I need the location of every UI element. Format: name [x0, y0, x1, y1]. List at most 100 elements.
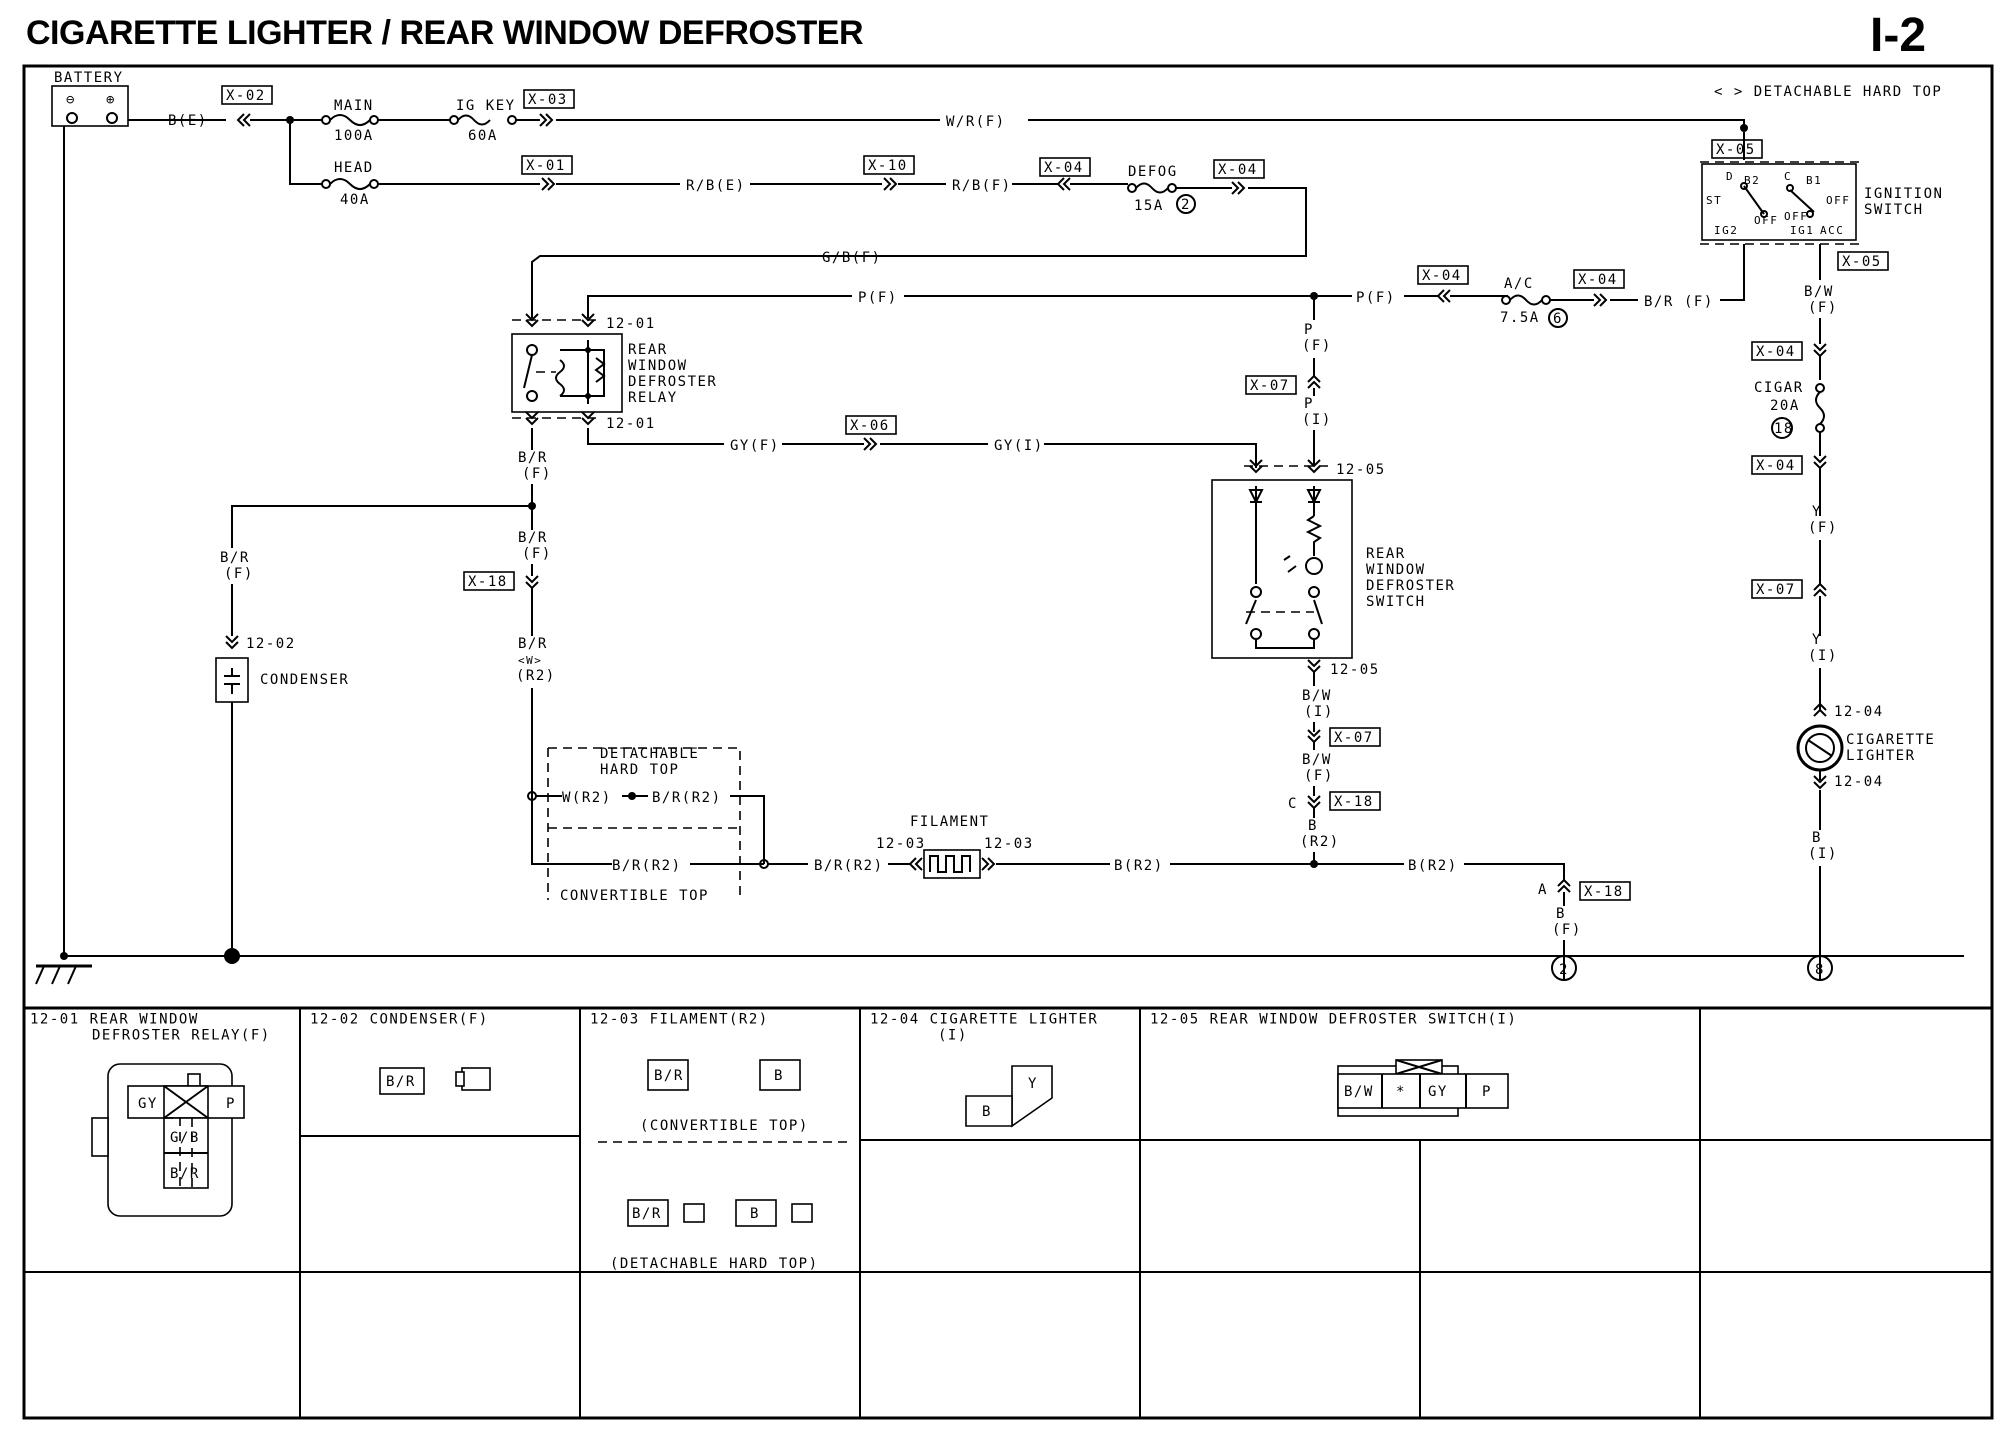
- defroster-switch: 12-05 REAR WINDOW DEFROSTER SWITCH 12-05: [1211, 459, 1455, 678]
- ac-fuse: A/C 7.5A 6: [1500, 276, 1568, 328]
- diagram-label: B/R: [386, 1074, 416, 1090]
- diagram-label: X-04: [1218, 162, 1258, 178]
- wire-label-be: B(E): [168, 113, 208, 129]
- diagram-label: WINDOW: [1366, 562, 1426, 578]
- diagram-label: RELAY: [628, 390, 678, 406]
- diagram-label: <W>: [518, 654, 542, 667]
- diagram-label: (I): [1808, 846, 1838, 862]
- detachable-hard-top-box: DETACHABLE HARD TOP W(R2) B/R(R2) B/R(R2…: [547, 746, 769, 904]
- conn-x04-b: [1213, 159, 1265, 179]
- diagram-label: DEFOG: [1128, 164, 1178, 180]
- diagram-label: B: [774, 1068, 784, 1084]
- diagram-label: B/W: [1804, 284, 1834, 300]
- diagram-label: (R2): [1300, 834, 1340, 850]
- diagram-label: 18: [1774, 421, 1794, 437]
- diagram-label: 6: [1553, 311, 1563, 327]
- diagram-label: IG2: [1714, 224, 1738, 237]
- diagram-label: CIGAR: [1754, 380, 1804, 396]
- diagram-label: (F): [1808, 520, 1838, 536]
- diagram-label: (F): [522, 466, 552, 482]
- diagram-label: X-04: [1044, 160, 1084, 176]
- diagram-label: BATTERY: [54, 70, 124, 86]
- diagram-label: SWITCH: [1366, 594, 1426, 610]
- diagram-label: (F): [1302, 338, 1332, 354]
- diagram-label: P: [1304, 396, 1314, 412]
- diagram-label: X-05: [1842, 254, 1882, 270]
- diagram-label: FILAMENT: [910, 814, 989, 830]
- diagram-label: X-05: [1716, 142, 1756, 158]
- diagram-label: REAR: [628, 342, 668, 358]
- diagram-label: ACC: [1820, 224, 1844, 237]
- diagram-label: B/R: [654, 1068, 684, 1084]
- diagram-label: (I): [1304, 704, 1334, 720]
- page-title: CIGARETTE LIGHTER / REAR WINDOW DEFROSTE…: [26, 14, 864, 52]
- diagram-label: (F): [1552, 922, 1582, 938]
- diagram-label: CONDENSER: [260, 672, 349, 688]
- diagram-label: OFF: [1754, 214, 1778, 227]
- diagram-label: LIGHTER: [1846, 748, 1916, 764]
- diagram-label: HEAD: [334, 160, 374, 176]
- diagram-label: 12-03 FILAMENT(R2): [590, 1012, 769, 1028]
- connector-table: 12-01 REAR WINDOW DEFROSTER RELAY(F) GY …: [24, 1008, 1992, 1418]
- diagram-label: B1: [1806, 174, 1822, 187]
- diagram-label: (I): [1808, 648, 1838, 664]
- diagram-label: IG KEY: [456, 98, 516, 114]
- conn-x04-e: [1751, 341, 1803, 361]
- diagram-label: 12-04 CIGARETTE LIGHTER: [870, 1012, 1098, 1028]
- diagram-label: HARD TOP: [600, 762, 679, 778]
- diagram-label: C: [1784, 170, 1792, 183]
- diagram-label: B/R: [170, 1166, 200, 1182]
- diagram-label: D: [1726, 170, 1734, 183]
- cigarette-lighter: CIGARETTE LIGHTER: [1796, 724, 1934, 772]
- table-cell-12-04: 12-04 CIGARETTE LIGHTER (I) Y B: [870, 1012, 1098, 1128]
- diagram-label: X-07: [1250, 378, 1290, 394]
- diagram-label: DEFROSTER: [628, 374, 717, 390]
- filament: [923, 849, 981, 879]
- condenser: CONDENSER: [215, 657, 349, 703]
- main-fuse: MAIN 100A: [321, 98, 379, 144]
- conn-x06: [845, 415, 897, 435]
- diagram-label: 12-03: [876, 836, 926, 852]
- diagram-label: 12-01: [606, 416, 656, 432]
- diagram-label: B: [1556, 906, 1566, 922]
- conn-x01: [521, 155, 573, 175]
- diagram-label: IGNITION: [1864, 186, 1943, 202]
- diagram-label: A/C: [1504, 276, 1534, 292]
- diagram-label: X-18: [1584, 884, 1624, 900]
- diagram-label: 12-02 CONDENSER(F): [310, 1012, 489, 1028]
- diagram-label: B: [982, 1104, 992, 1120]
- diagram-label: Y: [1812, 632, 1822, 648]
- diagram-label: P: [1482, 1084, 1492, 1100]
- wire-label-wrf: W/R(F): [946, 114, 1006, 130]
- diagram-label: X-07: [1334, 730, 1374, 746]
- conn-x18-b: [1329, 791, 1381, 811]
- diagram-label: X-01: [526, 158, 566, 174]
- diagram-label: DEFROSTER RELAY(F): [92, 1028, 271, 1044]
- diagram-label: DEFROSTER: [1366, 578, 1455, 594]
- diagram-label: B/R(R2): [612, 858, 682, 874]
- diagram-label: B/R: [518, 636, 548, 652]
- diagram-label: X-02: [226, 88, 266, 104]
- diagram-label: 12-03: [984, 836, 1034, 852]
- diagram-label: B/R: [632, 1206, 662, 1222]
- igkey-fuse: IG KEY 60A: [449, 98, 517, 144]
- diagram-label: ST: [1706, 194, 1722, 207]
- diagram-label: REAR: [1366, 546, 1406, 562]
- diagram-label: (F): [1304, 768, 1334, 784]
- diagram-label: B/W: [1344, 1084, 1374, 1100]
- diagram-label: 60A: [468, 128, 498, 144]
- conn-x18-a: [463, 571, 515, 591]
- diagram-label: W(R2): [562, 790, 612, 806]
- conn-x05-b: [1837, 251, 1889, 271]
- diagram-label: (F): [1684, 294, 1714, 310]
- diagram-label: OFF: [1784, 210, 1808, 223]
- diagram-label: OFF: [1826, 194, 1850, 207]
- conn-x04-f: [1751, 455, 1803, 475]
- diagram-label: C: [1288, 796, 1298, 812]
- diagram-label: GY(F): [730, 438, 780, 454]
- diagram-label: 12-02: [246, 636, 296, 652]
- legend-note: < > DETACHABLE HARD TOP: [1714, 84, 1942, 100]
- diagram-label: (F): [522, 546, 552, 562]
- diagram-label: X-03: [528, 92, 568, 108]
- conn-x18-c: [1579, 881, 1631, 901]
